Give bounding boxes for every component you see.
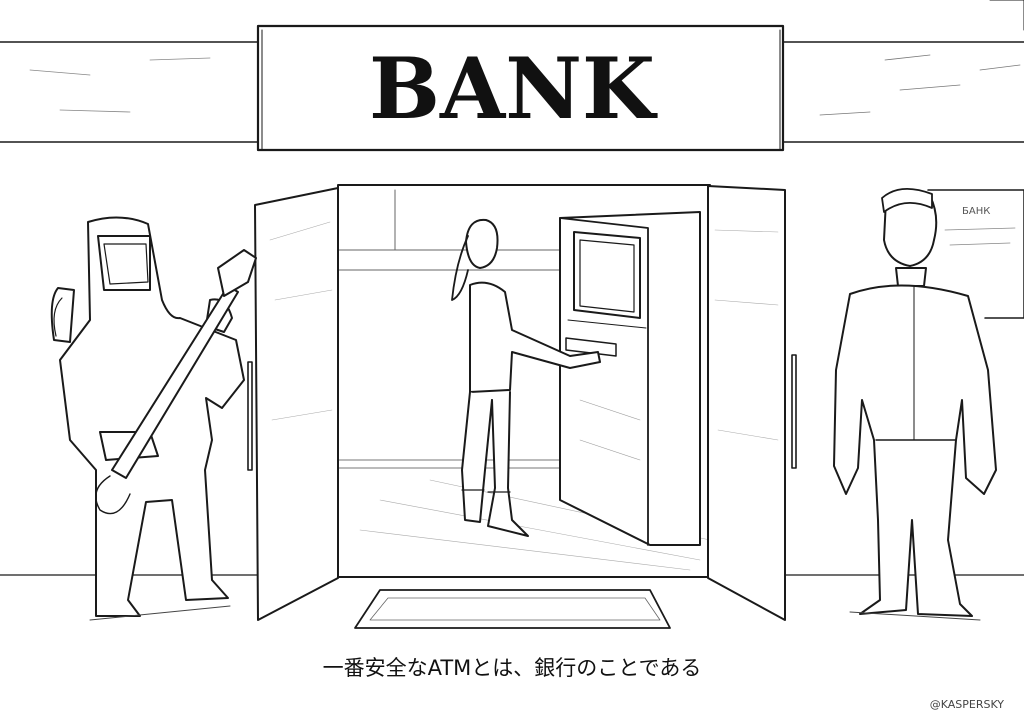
ground-shading [89,605,981,621]
credit-text: @KASPERSKY [929,698,1004,711]
wall-poster-text: БАНК [962,206,990,217]
bank-sign: BANK [256,24,785,152]
person-at-atm [451,218,601,537]
caption-text: 一番安全なATMとは、銀行のことである [322,656,702,680]
guard-figure [833,188,997,617]
left-door [247,187,339,621]
right-door [707,185,797,621]
building-facade [0,0,1024,576]
wall-poster: БАНК [927,189,1024,319]
bank-sign-title: BANK [369,39,658,138]
doormat [354,589,671,629]
hazmat-suit-figure [50,216,257,617]
atm-machine [559,211,701,546]
